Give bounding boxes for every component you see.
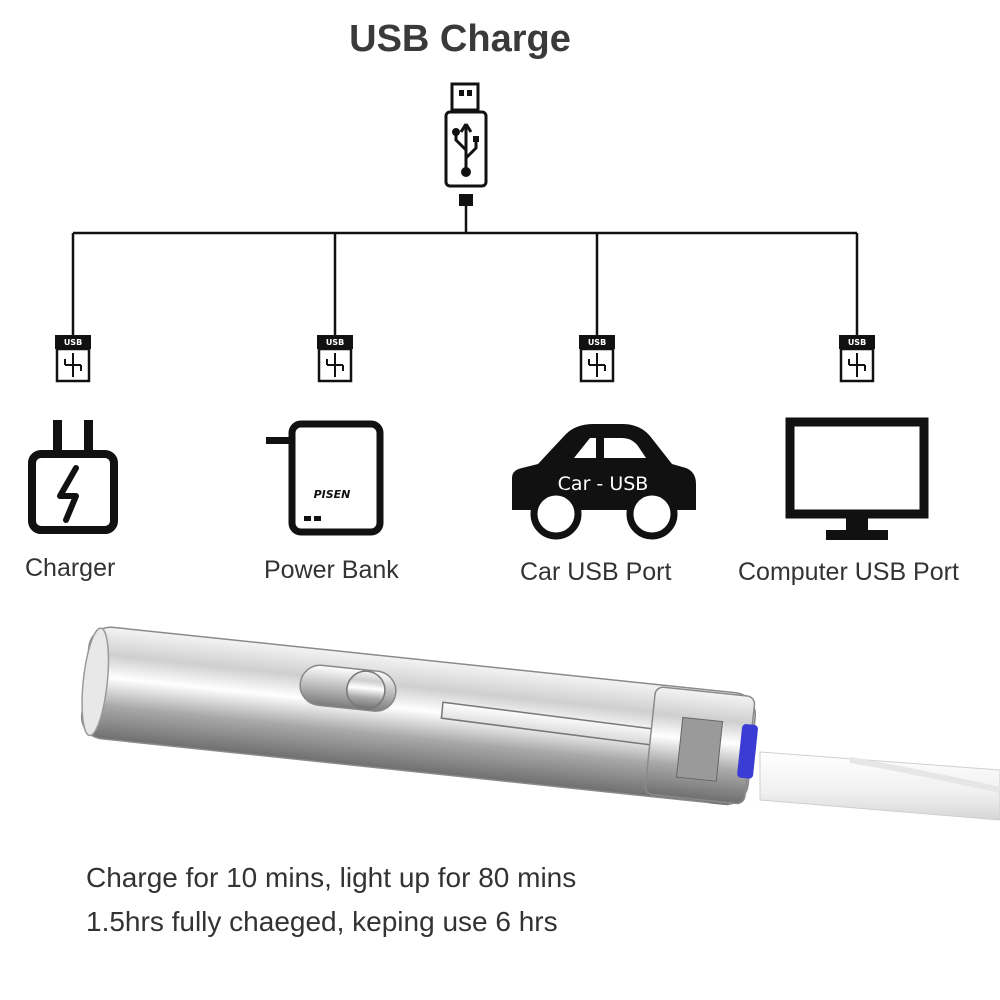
usb-tag: USB	[64, 338, 82, 347]
device-label-car-usb-port: Car USB Port	[520, 558, 672, 586]
usb-tag: USB	[326, 338, 344, 347]
caption-line-1: Charge for 10 mins, light up for 80 mins	[86, 862, 577, 893]
car-icon: Car - USB	[512, 424, 696, 540]
flashlight-illustration	[80, 626, 1000, 821]
usb-connector-icon: USB	[839, 335, 875, 383]
usb-tag: USB	[588, 338, 606, 347]
car-label: Car - USB	[558, 473, 649, 495]
device-label-computer-usb-port: Computer USB Port	[738, 558, 959, 586]
monitor-icon	[785, 417, 929, 540]
page-title: USB Charge	[349, 18, 571, 60]
wall-charger-icon	[28, 420, 118, 534]
device-label-power-bank: Power Bank	[264, 556, 399, 584]
device-label-charger: Charger	[25, 554, 116, 582]
usb-connector-icon: USB	[317, 335, 353, 383]
usb-tag: USB	[848, 338, 866, 347]
connector-tree	[71, 206, 859, 335]
usb-connector-icon: USB	[55, 335, 91, 383]
usb-plug-icon	[444, 82, 488, 206]
caption-line-2: 1.5hrs fully chaeged, keping use 6 hrs	[86, 906, 558, 937]
power-bank-brand: PISEN	[314, 488, 351, 501]
usb-connector-icon: USB	[579, 335, 615, 383]
power-bank-icon: PISEN	[266, 420, 384, 536]
